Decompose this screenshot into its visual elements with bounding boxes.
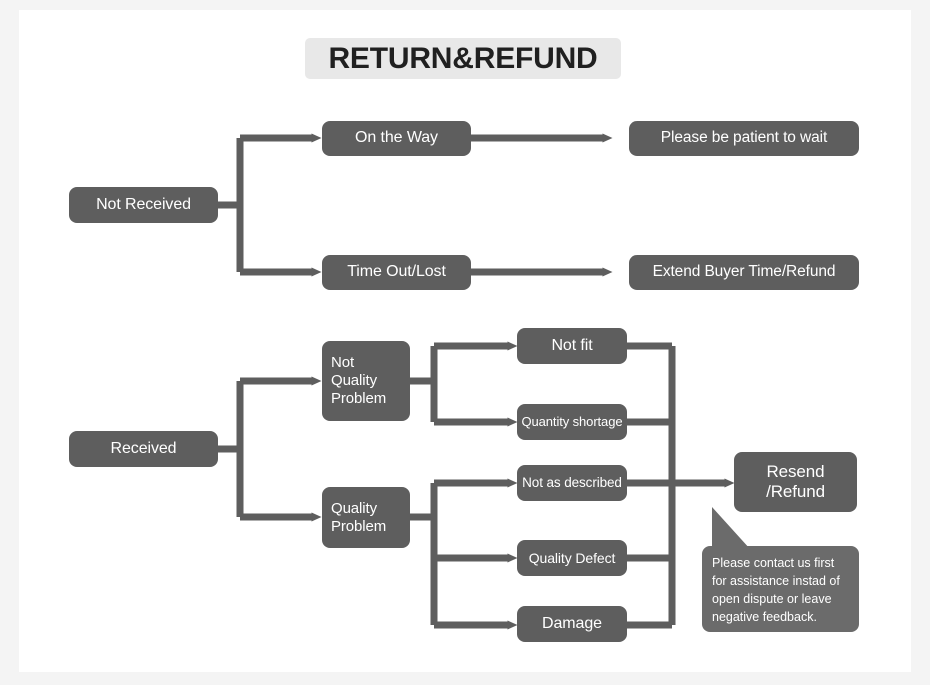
node-not-received[interactable]: Not Received [69, 187, 218, 223]
node-not-fit[interactable]: Not fit [517, 328, 627, 364]
node-extend-buyer-time-refund[interactable]: Extend Buyer Time/Refund [629, 255, 859, 290]
node-on-the-way[interactable]: On the Way [322, 121, 471, 156]
node-please-be-patient[interactable]: Please be patient to wait [629, 121, 859, 156]
node-not-as-described[interactable]: Not as described [517, 465, 627, 501]
node-damage[interactable]: Damage [517, 606, 627, 642]
node-received[interactable]: Received [69, 431, 218, 467]
node-quality-problem[interactable]: Quality Problem [322, 487, 410, 548]
node-quality-defect[interactable]: Quality Defect [517, 540, 627, 576]
node-quantity-shortage[interactable]: Quantity shortage [517, 404, 627, 440]
page-title: RETURN&REFUND [305, 38, 621, 79]
node-resend-refund[interactable]: Resend /Refund [734, 452, 857, 512]
node-not-quality-problem[interactable]: Not Quality Problem [322, 341, 410, 421]
callout-note: Please contact us first for assistance i… [702, 546, 859, 632]
node-time-out-lost[interactable]: Time Out/Lost [322, 255, 471, 290]
